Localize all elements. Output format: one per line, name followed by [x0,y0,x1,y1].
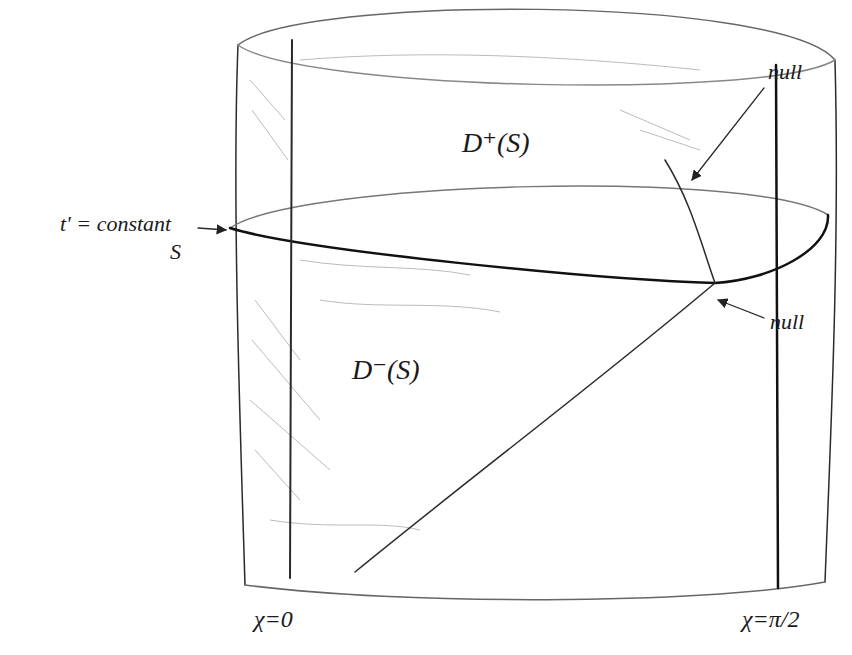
cylinder-bottom [245,582,825,600]
slice-front [230,215,828,283]
region-label: D⁻(S) [350,355,422,386]
null-label: null [768,310,806,334]
slice-label: t' = constant [58,212,173,236]
pencil-shading [250,55,700,530]
cylinder-side [825,60,836,582]
leader-arrow [692,88,764,180]
leader-arrow [718,300,764,318]
axis-label: χ=0 [252,606,295,632]
cylinder-top [238,9,835,60]
axis-line [290,40,292,578]
null-line [665,160,715,283]
slice-back [230,186,828,228]
cylinder-side [236,45,245,585]
leader-arrow [198,228,226,230]
null-label: null [766,60,804,84]
null-line [355,283,715,572]
cylinder-top [238,45,835,85]
region-label: D⁺(S) [460,128,532,159]
axis-label: χ=π/2 [740,606,801,632]
slice-label: S [168,240,183,264]
